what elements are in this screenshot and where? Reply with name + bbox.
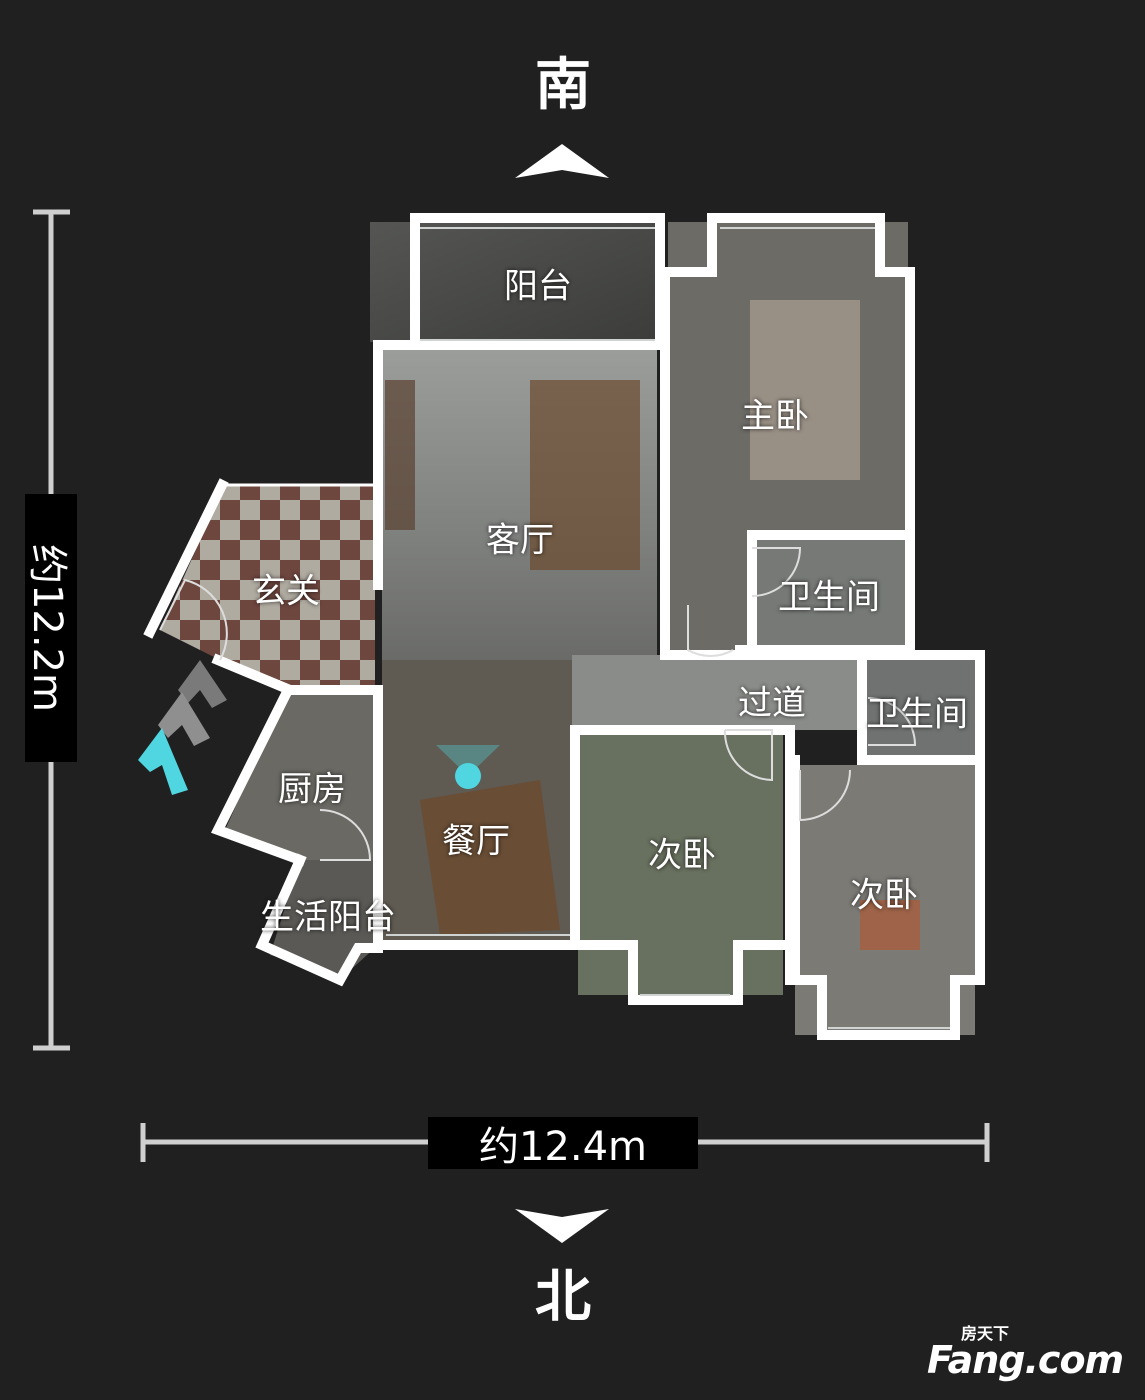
room-label-dining-room: 餐厅: [442, 821, 510, 862]
wall-bedroom2: [570, 940, 795, 1005]
room-label-bathroom-2: 卫生间: [866, 694, 968, 735]
room-label-foyer: 玄关: [252, 571, 320, 612]
wall-foyer-entry: [211, 653, 383, 950]
viewpoint-marker-icon: [436, 745, 500, 789]
logo-cn-text: 房天下: [961, 1324, 1010, 1343]
master-door: [687, 605, 734, 657]
bath1-floor: [752, 540, 907, 645]
walls: [143, 213, 985, 1040]
logo-brand-text: Fang.com: [927, 1338, 1124, 1382]
wall-master-right: [747, 213, 915, 655]
living-furniture: [530, 380, 640, 570]
room-label-hallway: 过道: [738, 683, 806, 724]
fang-logo: 房天下 Fang.com: [927, 1324, 1127, 1382]
entry-door: [159, 578, 228, 661]
wall-utility: [255, 853, 383, 987]
bedroom2-door: [723, 729, 773, 782]
foyer-floor: [160, 485, 375, 690]
living-furniture-left: [385, 380, 415, 530]
entry-arrow-icon: [138, 660, 227, 795]
north-label: 北: [535, 1265, 591, 1330]
bath2-door: [867, 697, 917, 746]
room-label-second-bedroom-2: 次卧: [850, 875, 918, 916]
room-label-bathroom-1: 卫生间: [778, 577, 880, 618]
wall-living-left: [373, 340, 665, 590]
room-label-kitchen: 厨房: [278, 769, 346, 810]
master-bed: [750, 300, 860, 480]
utility-floor: [270, 860, 378, 975]
doors: [159, 547, 917, 861]
bedroom3-door: [799, 769, 851, 822]
kitchen-floor: [225, 690, 378, 860]
room-label-second-bedroom-1: 次卧: [648, 835, 716, 876]
wall-kitchen: [211, 683, 307, 867]
wall-bottom: [373, 650, 985, 1040]
dining-table: [420, 780, 560, 935]
kitchen-door: [319, 809, 372, 861]
hallway-floor: [572, 655, 862, 730]
south-label: 南: [535, 53, 591, 118]
bedroom3-accent: [860, 900, 920, 950]
bath1-door: [751, 547, 802, 597]
width-dimension-text: 约12.4m: [478, 1124, 648, 1170]
room-label-utility-balcony: 生活阳台: [260, 897, 396, 938]
bath2-floor: [862, 655, 977, 760]
south-arrow-icon: [515, 144, 609, 178]
room-label-living-room: 客厅: [486, 520, 554, 561]
floor-fills: [160, 222, 977, 1035]
room-label-master-bedroom: 主卧: [741, 396, 809, 437]
windows: [386, 227, 950, 1029]
room-label-balcony: 阳台: [504, 266, 572, 307]
width-dimension-badge: 约12.4m: [428, 1117, 698, 1170]
north-arrow-icon: [515, 1209, 609, 1243]
height-dimension-badge: 约12.2m: [24, 494, 77, 762]
wall-foyer: [143, 478, 229, 639]
